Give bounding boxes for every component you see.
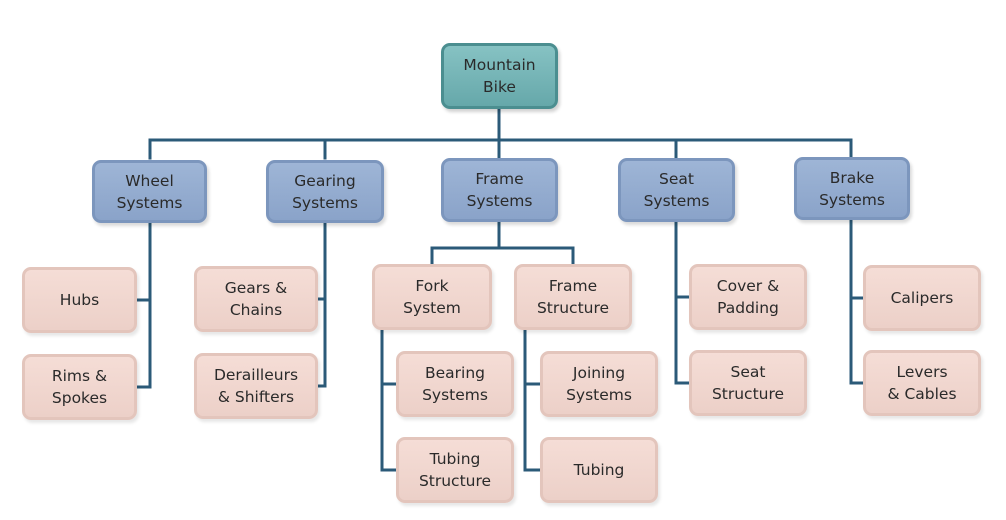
node-frame-structure: Frame Structure [514, 264, 632, 330]
node-brake-systems: Brake Systems [794, 157, 910, 220]
node-seat-structure: Seat Structure [689, 350, 807, 416]
node-tubing: Tubing [540, 437, 658, 503]
node-hubs: Hubs [22, 267, 137, 333]
node-bearing-systems: Bearing Systems [396, 351, 514, 417]
node-rims-spokes: Rims & Spokes [22, 354, 137, 420]
node-mountain-bike: Mountain Bike [441, 43, 558, 109]
node-joining-systems: Joining Systems [540, 351, 658, 417]
node-wheel-systems: Wheel Systems [92, 160, 207, 223]
node-seat-systems: Seat Systems [618, 158, 735, 222]
node-derailleurs-shifters: Derailleurs & Shifters [194, 353, 318, 419]
node-calipers: Calipers [863, 265, 981, 331]
node-gears-chains: Gears & Chains [194, 266, 318, 332]
node-levers-cables: Levers & Cables [863, 350, 981, 416]
node-tubing-structure: Tubing Structure [396, 437, 514, 503]
node-cover-padding: Cover & Padding [689, 264, 807, 330]
node-gearing-systems: Gearing Systems [266, 160, 384, 223]
node-frame-systems: Frame Systems [441, 158, 558, 222]
node-fork-system: Fork System [372, 264, 492, 330]
